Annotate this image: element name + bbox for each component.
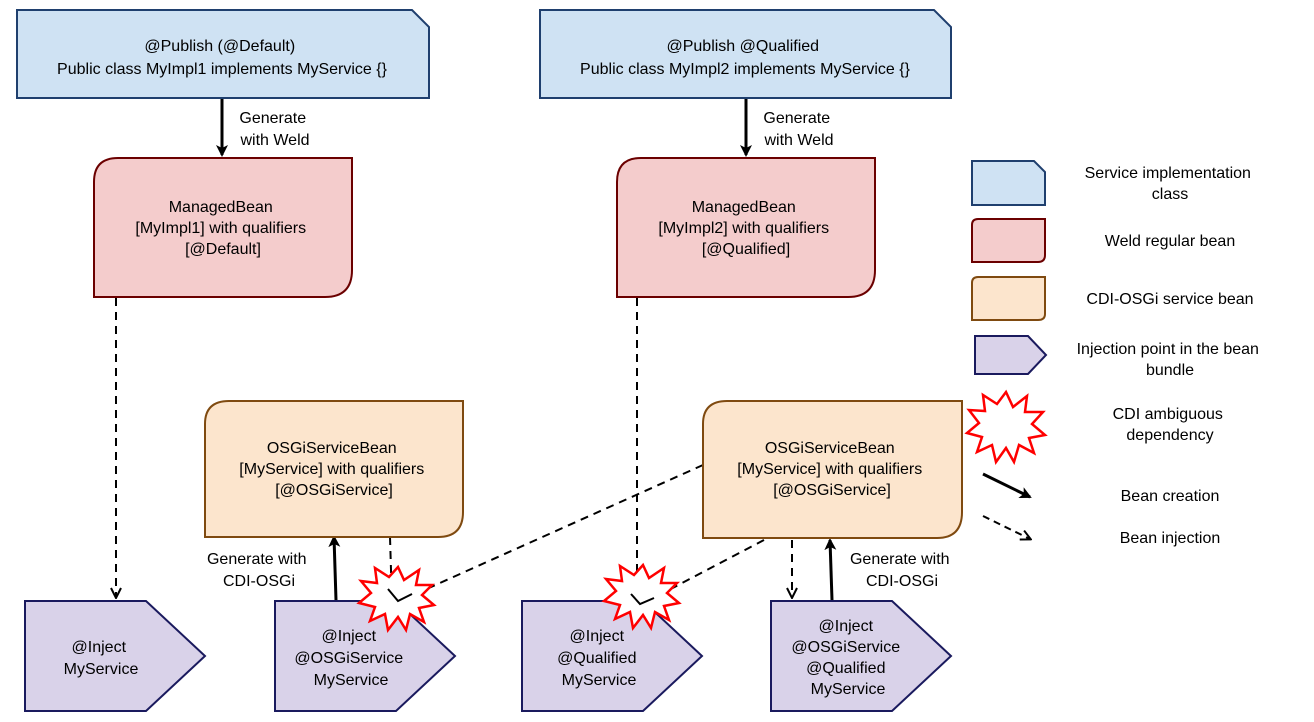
- legend-item-bean-injection: Bean injection: [982, 515, 1221, 547]
- legend: Service implementation class Weld regula…: [964, 160, 1264, 547]
- legend-label: Weld regular bean: [1105, 233, 1235, 250]
- injection-point-label: @Inject @Qualified MyService: [557, 628, 641, 689]
- weld-bean-shape: [93, 157, 353, 298]
- injection-point-3: @Inject @Qualified MyService: [521, 600, 704, 712]
- weld-bean-label: ManagedBean [MyImpl1] with qualifiers [@…: [135, 199, 310, 258]
- injection-arrow-osgibean1-to-inject2: [390, 536, 392, 603]
- ambiguous-dependency-starburst-2: [601, 562, 682, 632]
- osgi-service-bean-2: OSGiServiceBean [MyService] with qualifi…: [702, 400, 963, 539]
- osgi-bean-label: OSGiServiceBean [MyService] with qualifi…: [737, 440, 926, 499]
- injection-point-1: @Inject MyService: [24, 600, 207, 712]
- injection-arrowhead-at-ambiguous-2: [630, 593, 655, 606]
- legend-label: CDI-OSGi service bean: [1086, 291, 1253, 308]
- weld-bean-shape: [616, 157, 876, 298]
- legend-item-weld-regular-bean: Weld regular bean: [971, 218, 1235, 263]
- legend-label: Service implementation class: [1085, 165, 1256, 203]
- dashed-arrow-legend-icon: [982, 515, 1030, 539]
- legend-item-cdi-osgi-service-bean: CDI-OSGi service bean: [971, 276, 1254, 321]
- injection-point-label: @Inject @OSGiService @Qualified MyServic…: [791, 618, 904, 698]
- osgi-bean-label: OSGiServiceBean [MyService] with qualifi…: [239, 440, 428, 499]
- legend-item-bean-creation: Bean creation: [982, 472, 1220, 505]
- weld-bean-myimpl1: ManagedBean [MyImpl1] with qualifiers [@…: [93, 157, 353, 298]
- injection-arrowhead-at-ambiguous-1: [387, 588, 413, 603]
- injection-point-legend-icon: [974, 335, 1048, 375]
- osgi-bean-shape: [204, 400, 464, 538]
- edge-label-generate-osgi-2: Generate with CDI-OSGi: [850, 551, 954, 590]
- service-impl-myimpl2: @Publish @Qualified Public class MyImpl2…: [539, 9, 952, 99]
- weld-bean-label: ManagedBean [MyImpl2] with qualifiers [@…: [658, 199, 833, 258]
- edge-label-generate-weld-2: Generate with Weld: [763, 110, 834, 149]
- injection-point-label: @Inject @OSGiService MyService: [294, 628, 407, 689]
- injection-point-4: @Inject @OSGiService @Qualified MyServic…: [770, 600, 953, 712]
- service-impl-shape: [16, 9, 430, 99]
- injection-point-shape: [24, 600, 207, 712]
- osgi-bean-shape: [702, 400, 963, 539]
- injection-point-2: @Inject @OSGiService MyService: [274, 600, 457, 712]
- legend-item-service-implementation: Service implementation class: [971, 160, 1256, 206]
- solid-arrow-legend-icon: [982, 472, 1032, 499]
- weld-regular-bean-legend-icon: [971, 218, 1046, 263]
- legend-item-injection-point: Injection point in the bean bundle: [974, 335, 1264, 379]
- service-implementation-legend-icon: [971, 160, 1046, 206]
- service-impl-label: @Publish (@Default) Public class MyImpl1…: [57, 38, 388, 78]
- cdi-osgi-service-bean-legend-icon: [971, 276, 1046, 321]
- service-impl-myimpl1: @Publish (@Default) Public class MyImpl1…: [16, 9, 430, 99]
- service-impl-label: @Publish @Qualified Public class MyImpl2…: [580, 38, 911, 78]
- injection-point-label: @Inject MyService: [64, 639, 139, 678]
- injection-point-shape: [770, 600, 953, 712]
- legend-label: Bean injection: [1120, 530, 1221, 547]
- creation-arrow-inject2-to-osgibean1: [328, 535, 341, 601]
- creation-arrow-inject4-to-osgibean2: [824, 538, 837, 601]
- legend-item-ambiguous-dependency: CDI ambiguous dependency: [964, 389, 1228, 466]
- edge-labels: Generate with Weld Generate with Weld Ge…: [207, 110, 954, 590]
- edge-label-generate-osgi-1: Generate with CDI-OSGi: [207, 551, 311, 590]
- ambiguous-dependency-legend-icon: [964, 389, 1048, 466]
- edge-label-generate-weld-1: Generate with Weld: [239, 110, 310, 149]
- legend-label: Injection point in the bean bundle: [1077, 341, 1264, 379]
- service-impl-shape: [539, 9, 952, 99]
- legend-label: Bean creation: [1121, 488, 1220, 505]
- legend-label: CDI ambiguous dependency: [1113, 406, 1228, 444]
- osgi-service-bean-1: OSGiServiceBean [MyService] with qualifi…: [204, 400, 464, 538]
- weld-bean-myimpl2: ManagedBean [MyImpl2] with qualifiers [@…: [616, 157, 876, 298]
